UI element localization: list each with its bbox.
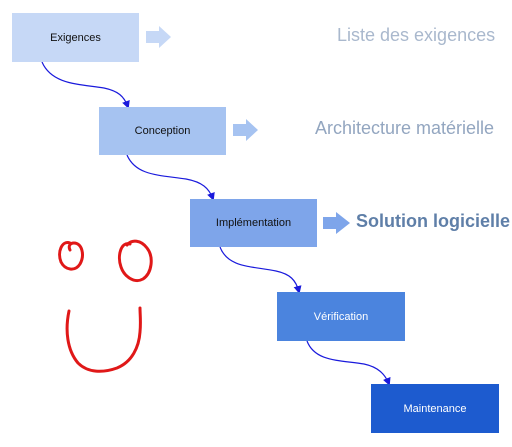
smiley-left-eye [58,241,84,271]
smiley-mouth [65,306,142,373]
step-label: Implémentation [215,217,292,229]
output-label-conception: Architecture matérielle [315,118,495,138]
connector-3 [219,246,302,294]
connector-4 [306,340,391,386]
output-label-exigences: Liste des exigences [337,25,496,45]
step-label: Exigences [50,31,101,44]
connector-2 [126,154,215,201]
output-arrow-3 [323,212,350,234]
step-box-implementation: Implémentation [190,199,317,247]
step-label: Conception [134,125,191,137]
smiley-annotation [58,239,153,373]
smiley-right-eye [117,239,153,282]
step-box-conception: Conception [99,107,226,155]
step-label: Maintenance [403,402,467,415]
step-label: Vérification [313,310,369,323]
output-label-implementation: Solution logicielle [356,211,511,231]
step-box-exigences: Exigences [12,13,139,62]
step-box-verification: Vérification [277,292,405,341]
output-arrow-2 [233,119,258,141]
step-box-maintenance: Maintenance [371,384,499,433]
connector-1 [41,61,130,109]
output-arrow-1 [146,26,171,48]
